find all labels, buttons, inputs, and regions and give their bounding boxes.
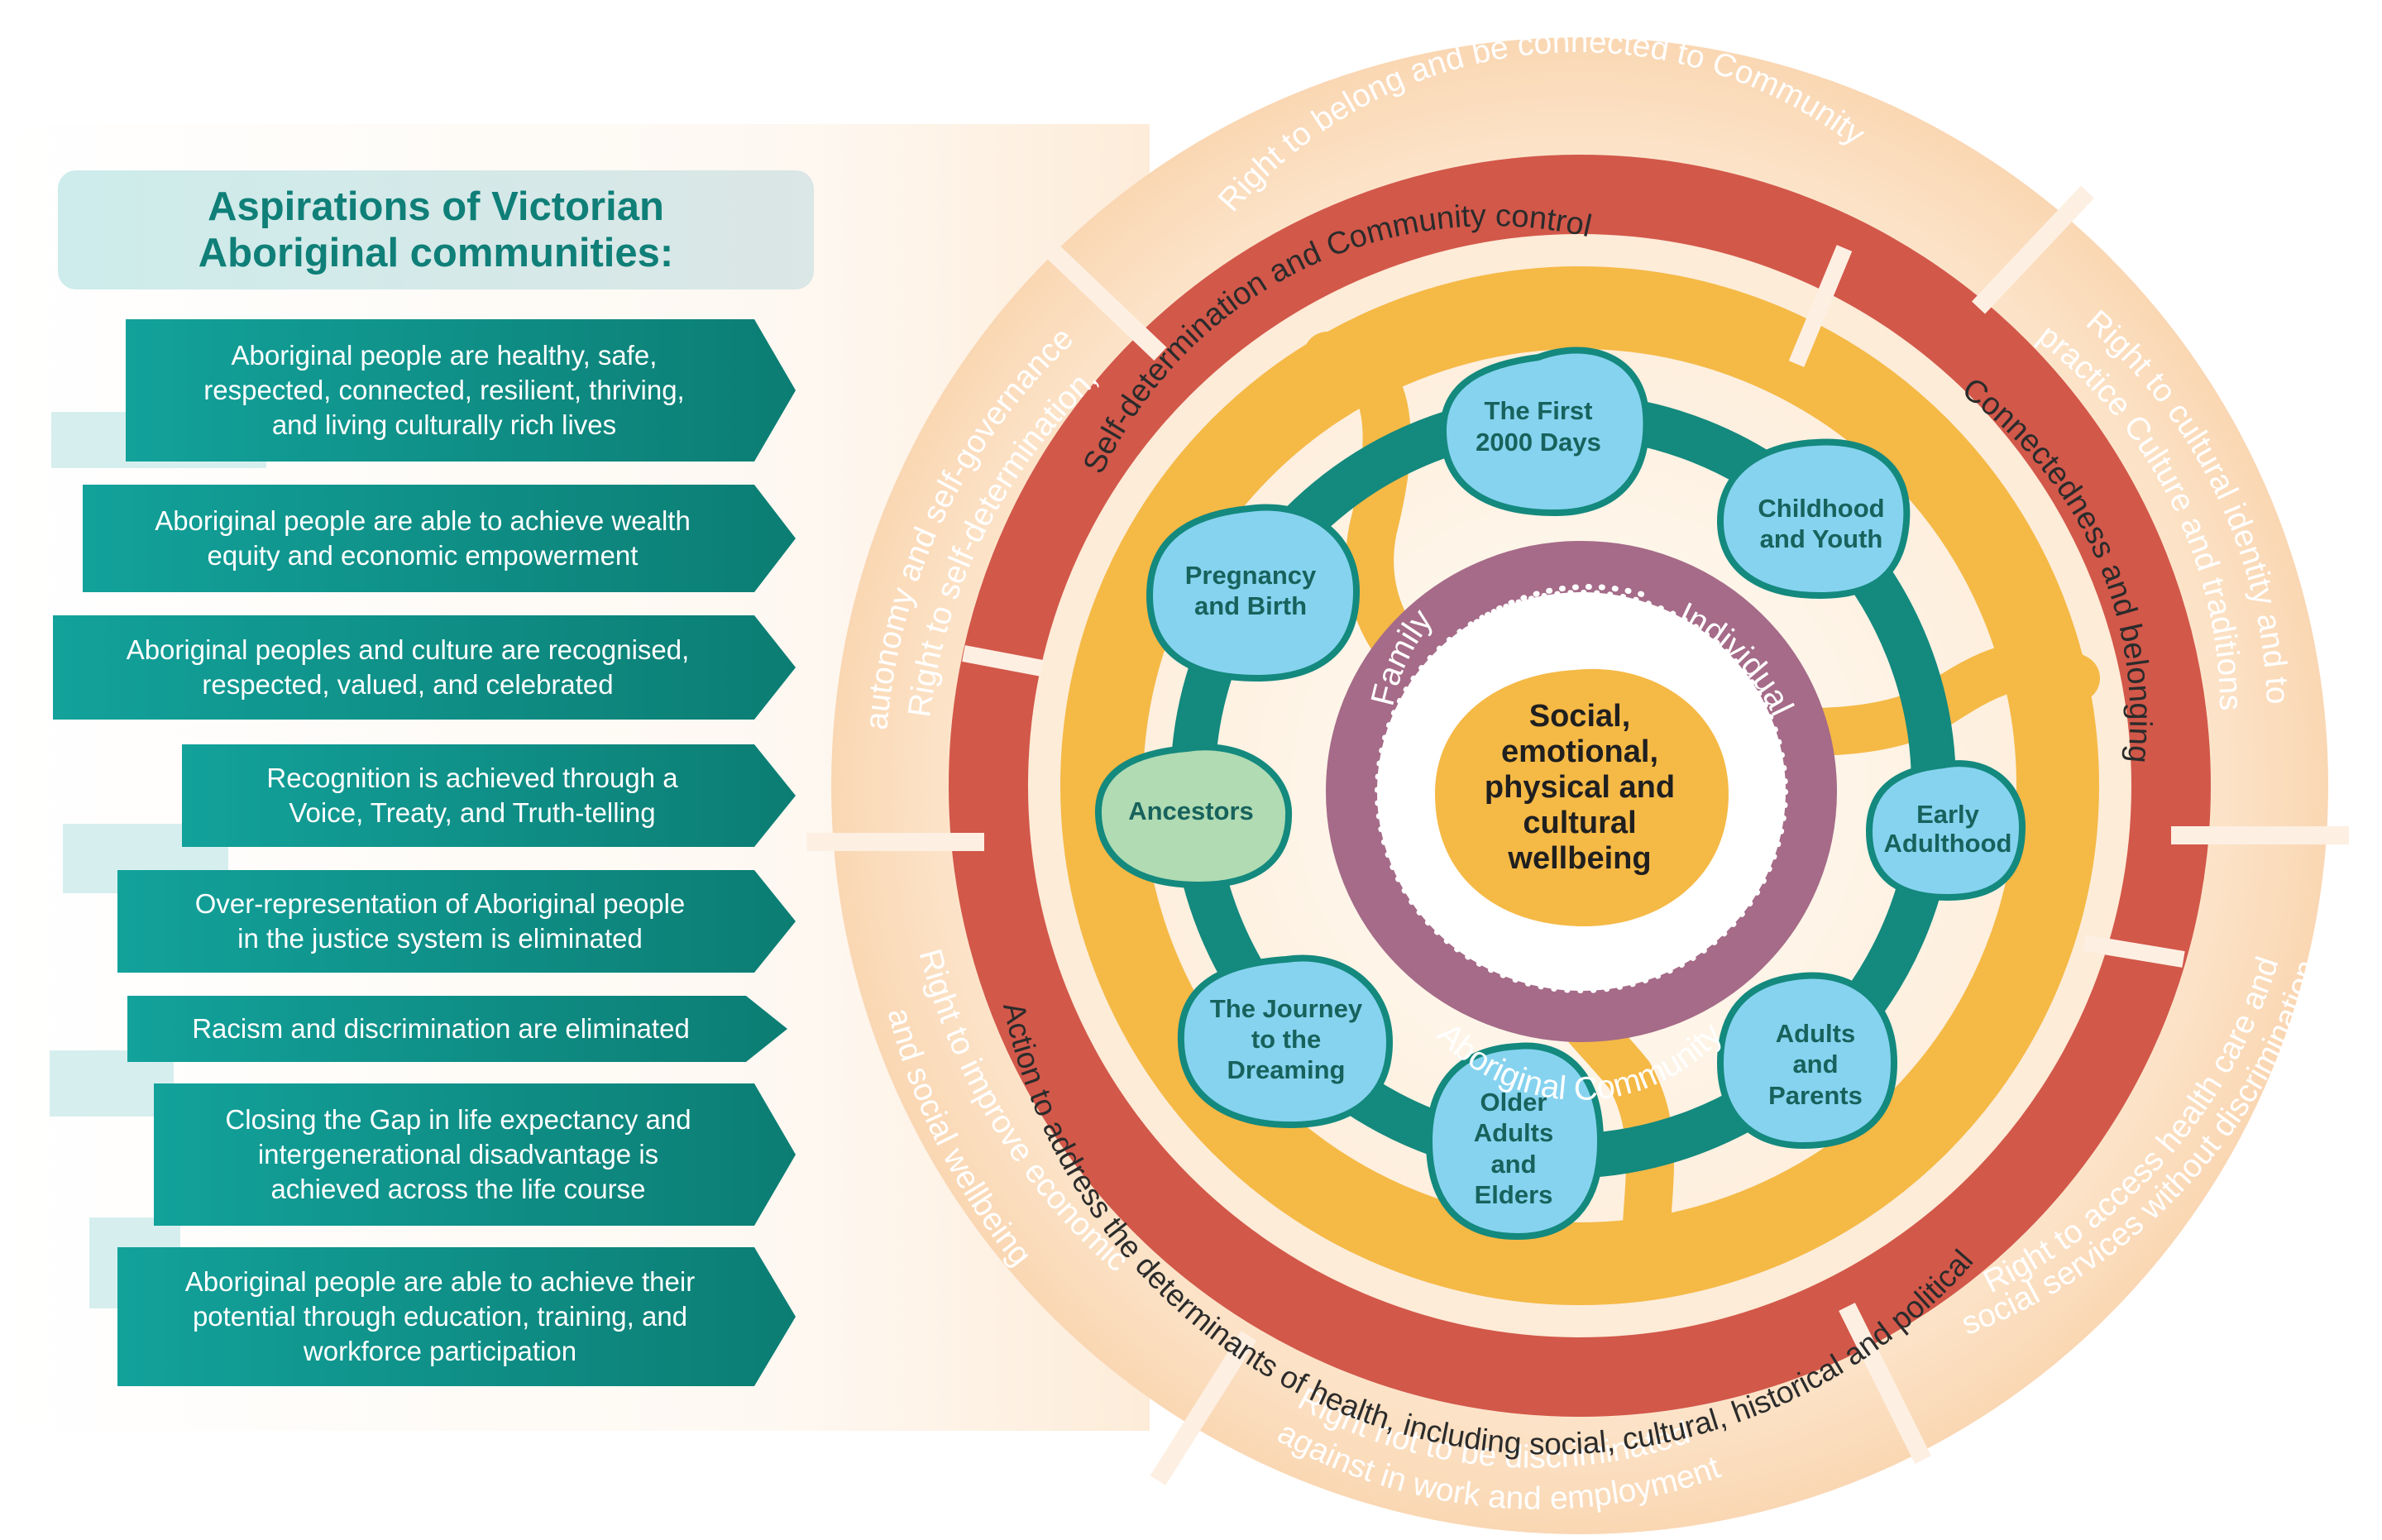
older-line4: Elders xyxy=(1475,1180,1553,1209)
aspiration-arrow: Aboriginal people are able to achieve th… xyxy=(117,1247,796,1386)
center-text: Social, emotional, physical and cultural… xyxy=(1485,699,1675,876)
heading-line-1: Aspirations of Victorian xyxy=(208,184,664,229)
childhood-line2: and Youth xyxy=(1760,524,1883,553)
center-line-2: emotional, xyxy=(1501,734,1658,769)
center-line-5: wellbeing xyxy=(1507,841,1651,876)
older-adults-blob xyxy=(1425,1042,1605,1241)
first-2000-line2: 2000 Days xyxy=(1476,428,1601,457)
aspiration-arrow: Racism and discrimination are eliminated xyxy=(127,996,787,1062)
older-line2: Adults xyxy=(1474,1118,1553,1147)
first-2000-days-blob xyxy=(1439,347,1650,517)
heading-line-2: Aboriginal communities: xyxy=(198,231,674,275)
adults-line2: and xyxy=(1792,1050,1838,1078)
first-2000-line1: The First xyxy=(1485,396,1593,425)
pregnancy-line1: Pregnancy xyxy=(1185,561,1317,590)
journey-line2: to the xyxy=(1251,1025,1321,1054)
adults-line3: Parents xyxy=(1768,1081,1863,1110)
childhood-youth-blob xyxy=(1716,438,1911,600)
older-line1: Older xyxy=(1480,1088,1547,1117)
aspirations-heading: Aspirations of Victorian Aboriginal comm… xyxy=(58,170,814,289)
journey-line3: Dreaming xyxy=(1227,1055,1346,1084)
life-stage-labels: The First 2000 Days Childhood and Youth … xyxy=(1128,396,2011,1209)
pregnancy-line2: and Birth xyxy=(1194,591,1307,620)
childhood-line1: Childhood xyxy=(1758,494,1884,523)
early-adulthood-line1: Early xyxy=(1916,800,1980,829)
aspiration-arrow: Aboriginal people are able to achieve we… xyxy=(83,485,796,592)
early-adulthood-blob xyxy=(1865,760,2026,902)
adults-parents-blob xyxy=(1716,972,1898,1150)
journey-blob xyxy=(1177,954,1394,1129)
adults-line1: Adults xyxy=(1776,1019,1855,1048)
center-line-1: Social, xyxy=(1529,699,1631,734)
center-line-3: physical and xyxy=(1485,770,1675,805)
ancestors-blob xyxy=(1094,744,1293,889)
aspiration-arrow: Aboriginal peoples and culture are recog… xyxy=(53,615,796,720)
pregnancy-birth-blob xyxy=(1146,504,1361,682)
early-adulthood-line2: Adulthood xyxy=(1884,829,2012,858)
rights-ring xyxy=(949,155,2211,1417)
aspiration-arrow: Closing the Gap in life expectancy and i… xyxy=(154,1083,796,1226)
center-line-4: cultural xyxy=(1523,806,1636,840)
ancestors-line1: Ancestors xyxy=(1128,796,1254,825)
center-blob xyxy=(1435,668,1729,926)
aspiration-arrow: Over-representation of Aboriginal people… xyxy=(117,870,796,973)
aspiration-arrow: Aboriginal people are healthy, safe, res… xyxy=(126,319,796,462)
older-line3: and xyxy=(1490,1150,1536,1179)
journey-line1: The Journey xyxy=(1210,994,1363,1023)
aspiration-arrow: Recognition is achieved through a Voice,… xyxy=(182,744,796,847)
